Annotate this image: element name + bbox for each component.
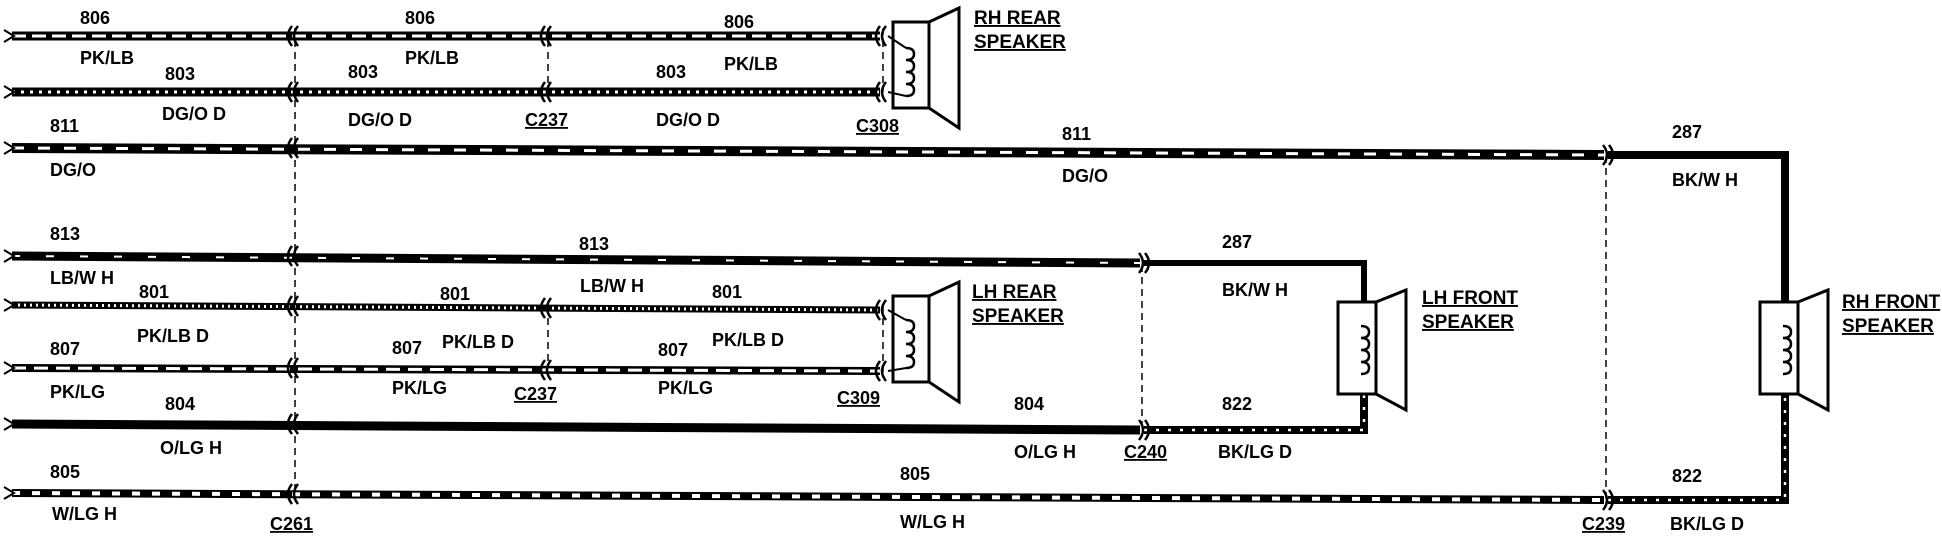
lh-front-speaker	[1336, 287, 1408, 413]
label-813-circuit: 813	[50, 224, 80, 244]
label-801-color: PK/LB D	[137, 326, 209, 346]
label-807-circuit: 807	[50, 339, 80, 359]
wire-822-rh	[1608, 392, 1789, 504]
rh-rear-speaker	[887, 5, 961, 131]
label-806-color: PK/LB	[405, 48, 459, 68]
connector-c237-label: C237	[514, 384, 557, 404]
label-807-color: PK/LG	[50, 382, 105, 402]
label-807-circuit: 807	[658, 340, 688, 360]
label-804-circuit: 804	[165, 394, 195, 414]
label-803-color: DG/O D	[656, 110, 720, 130]
label-801-circuit: 801	[440, 284, 470, 304]
label-807-color: PK/LG	[392, 378, 447, 398]
rh-rear-speaker-name: RH REAR	[974, 8, 1061, 29]
wire-801	[11, 301, 881, 314]
label-801-circuit: 801	[139, 282, 169, 302]
connector-c261-label: C261	[270, 514, 313, 534]
label-803-circuit: 803	[348, 62, 378, 82]
rh-front-speaker	[1758, 287, 1830, 413]
label-801-color: PK/LB D	[712, 330, 784, 350]
wire-822-lh	[1144, 392, 1368, 434]
label-803-circuit: 803	[165, 64, 195, 84]
label-806-circuit: 806	[405, 8, 435, 28]
label-803-circuit: 803	[656, 62, 686, 82]
label-287-color: BK/W H	[1672, 170, 1738, 190]
label-805-color: W/LG H	[52, 504, 117, 524]
label-804-color: O/LG H	[160, 438, 222, 458]
connector-c309-label: C309	[837, 388, 880, 408]
connector-c239-label: C239	[1582, 514, 1625, 534]
label-822-circuit: 822	[1222, 394, 1252, 414]
label-822-color: BK/LG D	[1218, 442, 1292, 462]
label-813-color: LB/W H	[50, 268, 114, 288]
lh-rear-speaker	[887, 279, 961, 405]
wire-287-lh	[1144, 260, 1367, 318]
rh-front-speaker-name: SPEAKER	[1842, 316, 1934, 337]
label-287-circuit: 287	[1222, 232, 1252, 252]
label-811-circuit: 811	[50, 116, 79, 136]
wire-tails	[3, 29, 16, 500]
wire-811	[11, 143, 1605, 160]
rh-rear-speaker-name: SPEAKER	[974, 32, 1066, 53]
label-287-color: BK/W H	[1222, 280, 1288, 300]
connector-c240-label: C240	[1124, 442, 1167, 462]
label-804-color: O/LG H	[1014, 442, 1076, 462]
label-806-color: PK/LB	[724, 54, 778, 74]
label-811-circuit: 811	[1062, 124, 1091, 144]
label-813-color: LB/W H	[580, 276, 644, 296]
label-804-circuit: 804	[1014, 394, 1044, 414]
lh-front-speaker-name: LH FRONT	[1422, 288, 1518, 309]
label-803-color: DG/O D	[162, 104, 226, 124]
connector-c308-label: C308	[856, 116, 899, 136]
connector-guides	[294, 28, 1607, 500]
wire-805	[11, 489, 1605, 504]
label-807-circuit: 807	[392, 338, 422, 358]
lh-rear-speaker-name: LH REAR	[972, 282, 1057, 303]
label-803-color: DG/O D	[348, 110, 412, 130]
label-822-color: BK/LG D	[1670, 514, 1744, 534]
wire-804	[11, 419, 1141, 435]
label-811-color: DG/O	[1062, 166, 1108, 186]
lh-front-speaker-name: SPEAKER	[1422, 312, 1514, 333]
label-811-color: DG/O	[50, 160, 96, 180]
wire-813	[11, 251, 1141, 268]
label-806-circuit: 806	[80, 8, 110, 28]
label-822-circuit: 822	[1672, 466, 1702, 486]
wire-287-rh	[1608, 151, 1789, 318]
label-807-color: PK/LG	[658, 378, 713, 398]
label-801-color: PK/LB D	[442, 332, 514, 352]
label-813-circuit: 813	[579, 234, 609, 254]
connector-symbols	[286, 25, 1615, 511]
lh-rear-speaker-name: SPEAKER	[972, 306, 1064, 327]
label-806-circuit: 806	[724, 12, 754, 32]
connector-c237-label: C237	[525, 110, 568, 130]
label-287-circuit: 287	[1672, 122, 1702, 142]
label-805-color: W/LG H	[900, 512, 965, 532]
rh-front-speaker-name: RH FRONT	[1842, 292, 1941, 313]
wire-807	[11, 364, 881, 375]
label-801-circuit: 801	[712, 282, 742, 302]
label-805-circuit: 805	[50, 462, 80, 482]
label-806-color: PK/LB	[80, 48, 134, 68]
label-805-circuit: 805	[900, 464, 930, 484]
